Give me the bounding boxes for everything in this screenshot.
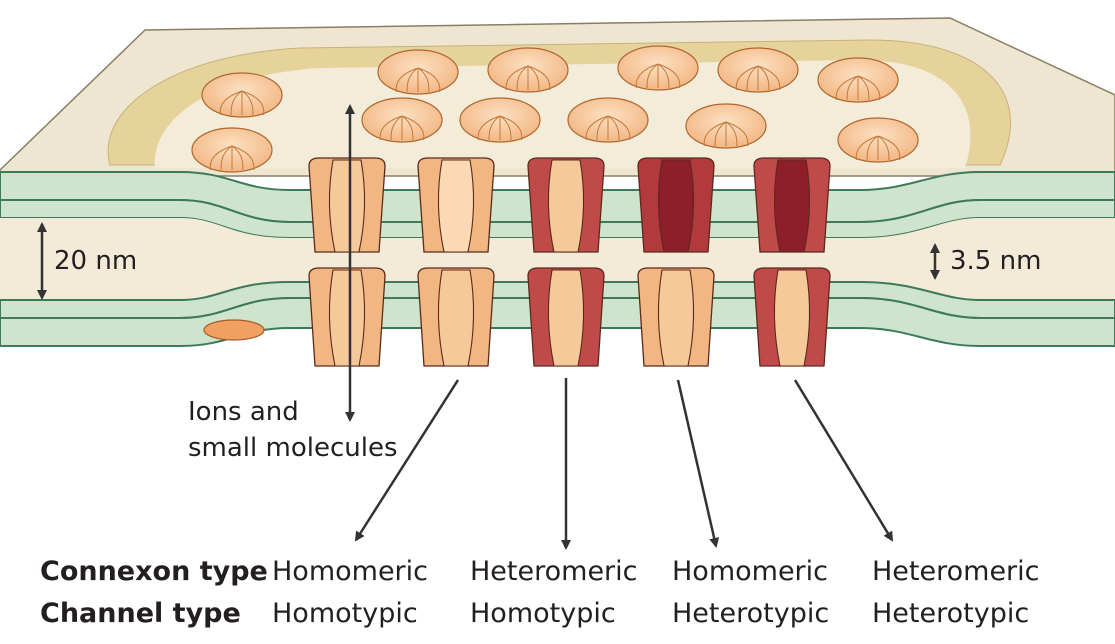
connexon-type-col4: Heteromeric — [872, 556, 1040, 587]
connexon-upper — [754, 158, 830, 252]
row-header-connexon-type: Connexon type — [40, 556, 268, 587]
connexon-upper — [638, 158, 714, 252]
hemichannel-rosette — [460, 98, 540, 142]
connexon-upper — [528, 158, 604, 252]
ions-label: Ions and small molecules — [188, 394, 398, 466]
hemichannel-rosette — [488, 48, 568, 92]
connexon-type-col1: Homomeric — [272, 556, 428, 587]
pointer-arrow-4 — [795, 380, 892, 540]
measure-20nm-label: 20 nm — [54, 246, 137, 276]
channel-type-col2: Homotypic — [470, 598, 616, 629]
channel-type-col1: Homotypic — [272, 598, 418, 629]
channel-type-col3: Heterotypic — [672, 598, 829, 629]
hemichannel-rosette — [618, 46, 698, 90]
measure-3-5nm-label: 3.5 nm — [950, 246, 1041, 276]
hemichannel-rosette — [568, 98, 648, 142]
connexon-lower — [418, 268, 494, 366]
connexon-lower — [754, 268, 830, 366]
connexon-upper — [418, 158, 494, 252]
row-header-channel-type: Channel type — [40, 598, 241, 629]
hemichannel-rosette — [718, 48, 798, 92]
connexon-upper — [309, 158, 385, 252]
connexon-lower — [638, 268, 714, 366]
channel-type-col4: Heterotypic — [872, 598, 1029, 629]
connexon-lower — [528, 268, 604, 366]
hemichannel-rosette — [838, 118, 918, 162]
hemichannel-rosette — [192, 128, 272, 172]
hemichannel-rosette — [818, 58, 898, 102]
hemichannel-rosette — [362, 98, 442, 142]
connexon-type-col2: Heteromeric — [470, 556, 638, 587]
ions-label-line1: Ions and — [188, 394, 398, 430]
hemichannel-rosette — [378, 50, 458, 94]
hemichannel-rosette — [686, 104, 766, 148]
pointer-arrow-3 — [678, 380, 716, 546]
hemichannel-rosette — [202, 73, 282, 117]
connexon-lower — [309, 268, 385, 366]
connexon-type-col3: Homomeric — [672, 556, 828, 587]
ions-label-line2: small molecules — [188, 430, 398, 466]
lower-connexon-partial — [204, 320, 264, 340]
